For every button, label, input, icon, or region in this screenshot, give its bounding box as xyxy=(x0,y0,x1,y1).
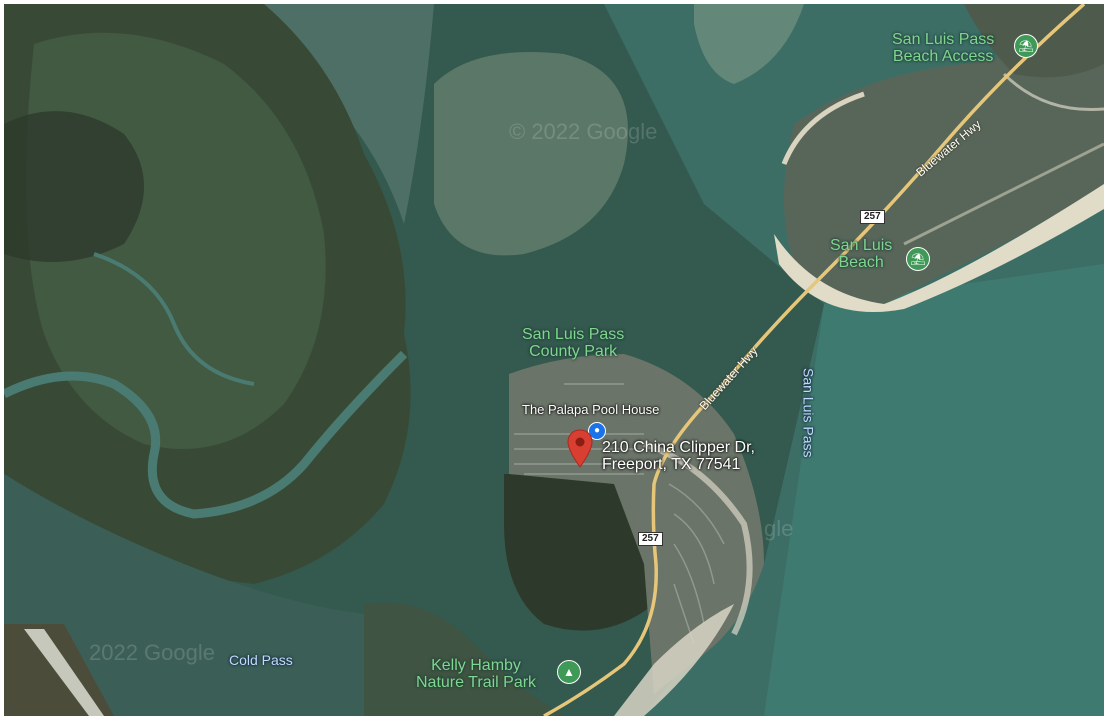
tree-icon[interactable]: ▲ xyxy=(557,660,581,684)
satellite-map[interactable]: © 2022 Google 2022 Google gle San Luis P… xyxy=(4,4,1104,716)
swimming-icon[interactable]: ● xyxy=(588,422,606,440)
beach-umbrella-icon[interactable]: ⛱ xyxy=(906,247,930,271)
poi-label-beach[interactable]: San Luis Beach xyxy=(830,237,893,272)
map-imagery xyxy=(4,4,1104,716)
poi-label-beach-access[interactable]: San Luis Pass Beach Access xyxy=(892,31,995,66)
map-watermark: © 2022 Google xyxy=(509,119,658,144)
poi-label-text: San Luis Pass Beach Access xyxy=(892,31,995,65)
address-text: 210 China Clipper Dr, Freeport, TX 77541 xyxy=(602,439,755,473)
poi-label-text: San Luis Beach xyxy=(830,237,893,271)
map-watermark: gle xyxy=(764,516,794,541)
address-label: 210 China Clipper Dr, Freeport, TX 77541 xyxy=(602,439,755,474)
route-shield: 257 xyxy=(860,210,885,224)
water-label-cold-pass: Cold Pass xyxy=(229,652,293,668)
map-watermark: 2022 Google xyxy=(89,640,215,665)
poi-label-text: Kelly Hamby Nature Trail Park xyxy=(416,657,537,691)
route-shield: 257 xyxy=(638,532,663,546)
water-label-san-luis-pass: San Luis Pass xyxy=(800,368,817,458)
poi-label-nature-trail[interactable]: Kelly Hamby Nature Trail Park xyxy=(416,657,537,692)
beach-umbrella-icon[interactable]: ⛱ xyxy=(1014,34,1038,58)
poi-label-pool-house[interactable]: The Palapa Pool House xyxy=(522,402,660,417)
map-pin-icon[interactable] xyxy=(567,429,593,469)
poi-label-text: San Luis Pass County Park xyxy=(522,326,625,360)
poi-label-county-park[interactable]: San Luis Pass County Park xyxy=(522,326,625,361)
